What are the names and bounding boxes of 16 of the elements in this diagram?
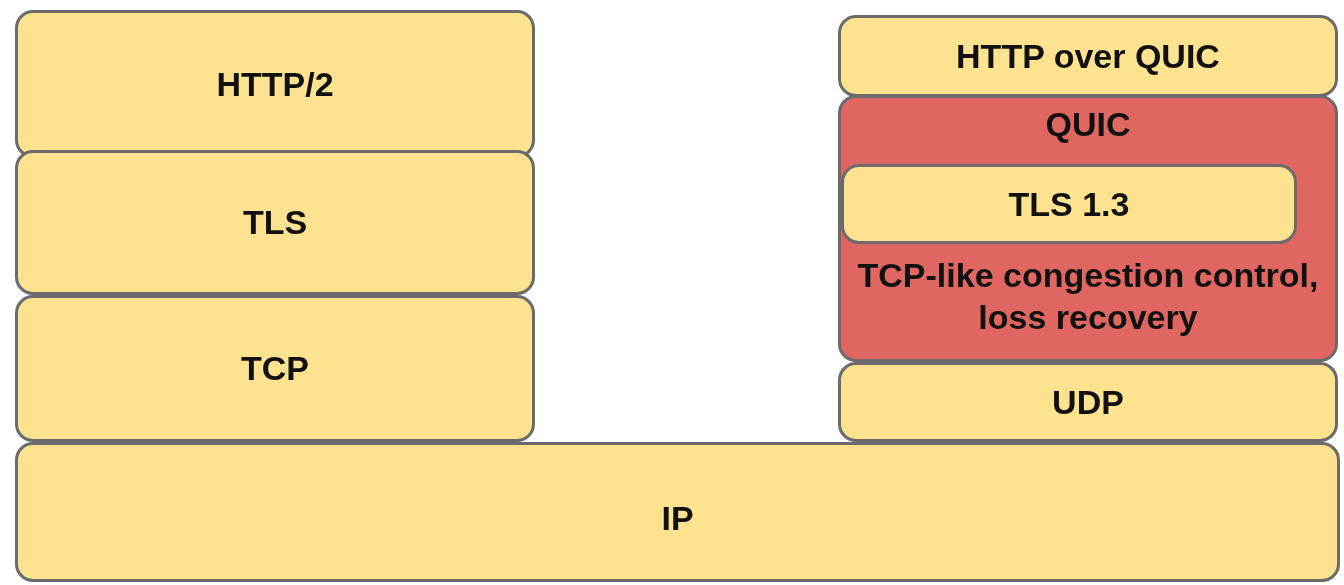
protocol-layer-box <box>841 164 1297 244</box>
protocol-layer-box <box>838 15 1338 97</box>
protocol-layer-box <box>838 95 1338 362</box>
layer-label: TCP-like congestion control, loss recovery <box>856 254 1320 339</box>
layer-label: TCP <box>240 348 310 389</box>
layer-label: HTTP/2 <box>215 63 335 105</box>
layer-label: UDP <box>1051 381 1125 423</box>
layer-label: TLS <box>241 202 309 243</box>
layer-label: IP <box>660 498 695 540</box>
protocol-layer-box <box>15 150 535 295</box>
protocol-layer-box <box>15 295 535 442</box>
layer-label: QUIC <box>1044 103 1132 145</box>
protocol-layer-box <box>838 362 1338 442</box>
layer-label: HTTP over QUIC <box>955 35 1221 77</box>
protocol-layer-box <box>15 442 1340 582</box>
layer-label: TLS 1.3 <box>1007 183 1131 225</box>
